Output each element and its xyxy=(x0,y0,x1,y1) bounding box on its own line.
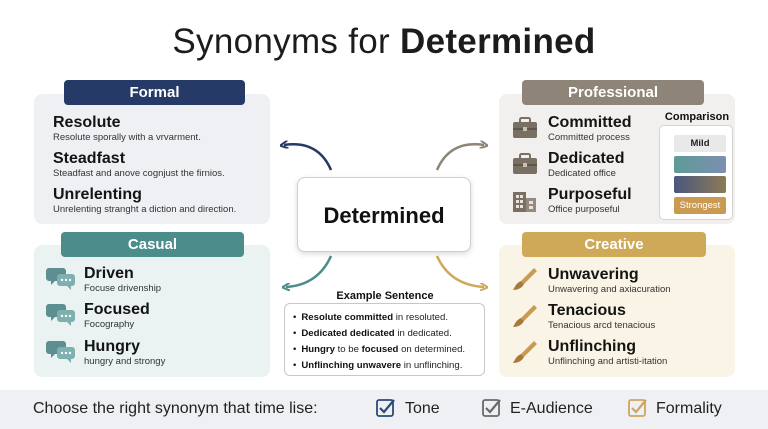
synonym-desc: Committed process xyxy=(548,132,630,143)
synonym-word: Hungry xyxy=(84,338,140,355)
example-line: Hungry to be focused on determined. xyxy=(293,342,484,358)
synonym-desc: Tenacious arcd tenacious xyxy=(548,320,656,331)
synonym-desc: hungry and strongy xyxy=(84,356,166,367)
arrow-to-creative xyxy=(435,255,484,287)
arrow-to-professional xyxy=(435,144,484,171)
creative-item: Tenacious Tenacious arcd tenacious xyxy=(548,302,655,332)
example-box: Resolute committed in resoluted. Dedicat… xyxy=(284,303,485,376)
chat-bubbles-icon xyxy=(46,304,75,326)
paintbrush-icon xyxy=(513,305,537,327)
example-rest: in resoluted. xyxy=(393,312,448,323)
formal-item: Unrelenting Unrelenting stranght a dicti… xyxy=(53,186,236,216)
example-line: Dedicated dedicated in dedicated. xyxy=(293,326,484,342)
strongest-swatch: Strongest xyxy=(674,197,726,214)
example-mid: to be xyxy=(334,344,362,355)
formal-panel xyxy=(34,94,270,224)
synonym-word: Unwavering xyxy=(548,266,639,283)
example-bold: Resolute committed xyxy=(301,312,394,323)
footer-text: Choose the right synonym that time lise: xyxy=(33,400,318,417)
office-building-icon xyxy=(513,192,536,212)
synonym-word: Focused xyxy=(84,301,150,318)
checkbox-checked-icon xyxy=(482,399,501,417)
casual-item: Driven Focuse drivenship xyxy=(84,265,161,295)
arrow-to-casual xyxy=(286,255,333,287)
comparison-title: Comparison xyxy=(664,111,730,123)
footer-bar xyxy=(0,390,768,429)
example-bold: Unflinching unwavere xyxy=(301,360,402,371)
professional-item: Purposeful Office purposeful xyxy=(548,186,632,216)
check-label-tone: Tone xyxy=(405,400,440,417)
formal-item: Steadfast Steadfast and anove cognjust t… xyxy=(53,150,225,180)
formal-item: Resolute Resolute sporally with a vrvarm… xyxy=(53,114,201,144)
synonym-desc: Resolute sporally with a vrvarment. xyxy=(53,132,201,143)
example-line: Resolute committed in resoluted. xyxy=(293,310,484,326)
synonym-desc: Steadfast and anove cognjust the firnios… xyxy=(53,168,225,179)
synonym-word: Driven xyxy=(84,265,134,282)
example-rest: in dedicated. xyxy=(394,328,452,339)
synonym-word: Tenacious xyxy=(548,302,626,319)
synonym-word: Steadfast xyxy=(53,150,126,167)
center-word-box: Determined xyxy=(297,177,471,252)
casual-heading: Casual xyxy=(61,232,244,257)
chat-bubbles-icon xyxy=(46,268,75,290)
briefcase-icon xyxy=(513,117,537,138)
example-bold: Hungry xyxy=(301,344,335,355)
title-bold: Determined xyxy=(400,22,596,61)
synonym-word: Dedicated xyxy=(548,150,625,167)
synonym-word: Committed xyxy=(548,114,632,131)
creative-panel xyxy=(499,245,735,377)
briefcase-icon xyxy=(513,153,537,174)
page-title: Synonyms for Determined xyxy=(0,22,768,62)
professional-heading: Professional xyxy=(522,80,704,105)
comparison-scale: Mild Strongest xyxy=(659,125,733,220)
professional-item: Dedicated Dedicated office xyxy=(548,150,624,180)
synonym-desc: Unflinching and artisti-itation xyxy=(548,356,668,367)
example-rest: on determined. xyxy=(398,344,466,355)
chat-bubbles-icon xyxy=(46,341,75,363)
synonym-word: Purposeful xyxy=(548,186,632,203)
creative-item: Unflinching Unflinching and artisti-itat… xyxy=(548,338,667,368)
mild-swatch: Mild xyxy=(674,135,726,152)
synonym-desc: Focography xyxy=(84,319,135,330)
synonym-word: Unrelenting xyxy=(53,186,142,203)
synonym-desc: Unwavering and axiacuration xyxy=(548,284,671,295)
example-bold: focused xyxy=(361,344,399,355)
synonym-desc: Dedicated office xyxy=(548,168,616,179)
synonym-word: Resolute xyxy=(53,114,121,131)
synonym-desc: Office purposeful xyxy=(548,204,620,215)
creative-item: Unwavering Unwavering and axiacuration xyxy=(548,266,671,296)
synonym-desc: Unrelenting stranght a diction and direc… xyxy=(53,204,237,215)
synonym-word: Unflinching xyxy=(548,338,636,355)
check-label-formality: Formality xyxy=(656,400,722,417)
formal-heading: Formal xyxy=(64,80,245,105)
paintbrush-icon xyxy=(513,268,537,290)
casual-item: Focused Focography xyxy=(84,301,150,331)
check-label-audience: E-Audience xyxy=(510,400,593,417)
arrow-to-formal xyxy=(284,144,333,171)
creative-heading: Creative xyxy=(522,232,706,257)
checkbox-checked-icon xyxy=(628,399,647,417)
checkbox-checked-icon xyxy=(376,399,395,417)
strong-swatch xyxy=(674,176,726,193)
casual-item: Hungry hungry and strongy xyxy=(84,338,165,368)
synonym-desc: Focuse drivenship xyxy=(84,283,162,294)
example-title: Example Sentence xyxy=(336,290,434,302)
example-rest: in unflinching. xyxy=(401,360,463,371)
medium-swatch xyxy=(674,156,726,173)
paintbrush-icon xyxy=(513,341,537,363)
professional-item: Committed Committed process xyxy=(548,114,632,144)
title-prefix: Synonyms for xyxy=(172,22,390,61)
example-bold: Dedicated dedicated xyxy=(301,328,395,339)
example-line: Unflinching unwavere in unflinching. xyxy=(293,358,484,374)
